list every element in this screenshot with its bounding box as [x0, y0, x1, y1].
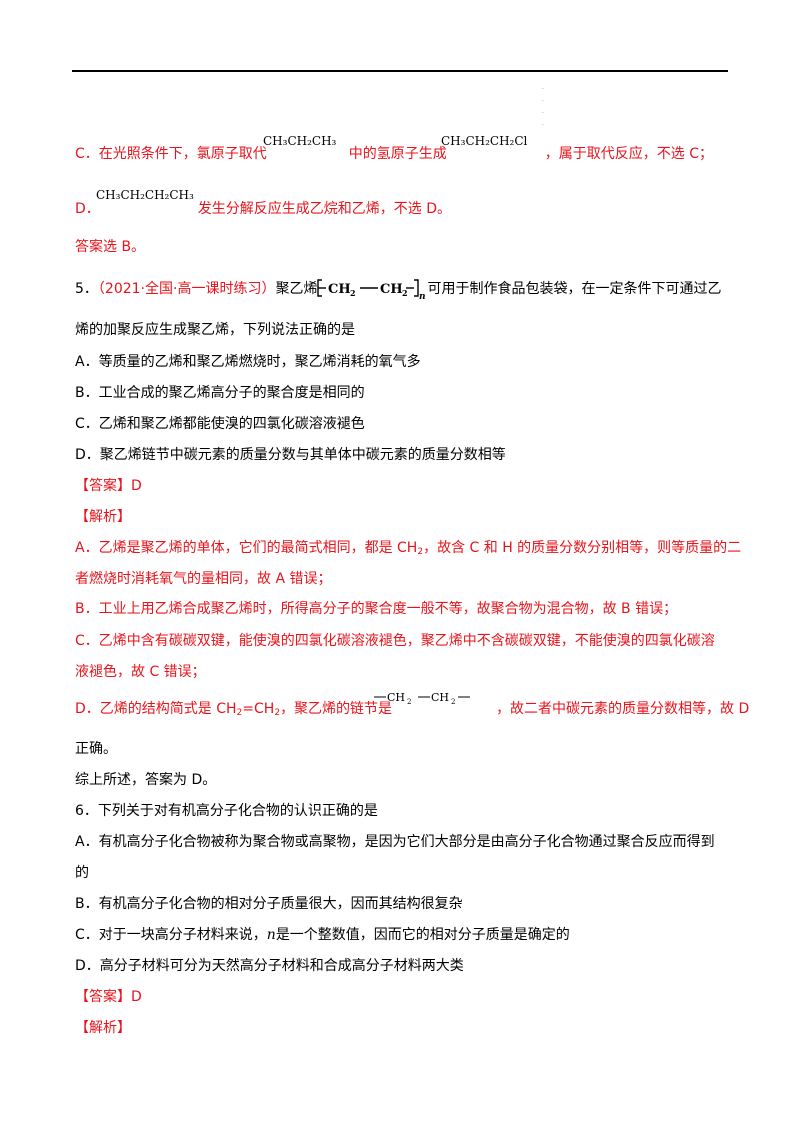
q6-option-c-var: n [266, 927, 276, 943]
q5-answer-value: D [131, 478, 142, 494]
q5-stem-line2: 烯的加聚反应生成聚乙烯，下列说法正确的是 [75, 322, 355, 338]
svg-text:CH: CH [387, 691, 405, 704]
c-option-line: C．在光照条件下，氯原子取代 中的氢原子生成 ，属于取代反应，不选 C； [75, 144, 713, 164]
q5-option-b: B．工业合成的聚乙烯高分子的聚合度是相同的 [75, 385, 365, 401]
q6-option-a-line1: A．有机高分子化合物被称为聚合物或高聚物，是因为它们大部分是由高分子化合物通过聚… [75, 834, 715, 850]
q5-option-d: D．聚乙烯链节中碳元素的质量分数与其单体中碳元素的质量分数相等 [75, 447, 506, 463]
c-option-mid: 中的氢原子生成 [348, 146, 447, 162]
analysis-d-sub1: 2 [236, 708, 243, 718]
svg-text:CH: CH [431, 691, 449, 704]
q5-stem-line1: 5．（2021·全国·高一课时练习）聚乙烯 可用于制作食品包装袋，在一定条件下可通… [75, 279, 721, 299]
q5-analysis-d2: 正确。 [75, 741, 117, 757]
analysis-d-mid: ，聚乙烯的链节是 [280, 701, 393, 717]
analysis-d-sub2: 2 [274, 708, 281, 718]
polyethylene-formula: CH 2 CH 2 n [317, 279, 426, 302]
q6-option-b: B．有机高分子化合物的相对分子质量很大，因而其结构很复杂 [75, 896, 463, 912]
q5-analysis-a1: A．乙烯是聚乙烯的单体，它们的最简式相同，都是 CH2，故含 C 和 H 的质量… [75, 538, 741, 562]
q5-text-pre: 聚乙烯 [275, 281, 318, 297]
analysis-a1-sub: 2 [417, 547, 424, 557]
q5-analysis-c2: 液褪色，故 C 错误； [75, 664, 206, 680]
q5-text-post: 可用于制作食品包装袋，在一定条件下可通过乙 [427, 281, 722, 297]
svg-text:2: 2 [350, 288, 356, 298]
c-option-pre: C．在光照条件下，氯原子取代 [75, 146, 267, 162]
analysis-d-pre: D．乙烯的结构简式是 CH [75, 701, 237, 717]
d-option-pre: D． [75, 201, 100, 217]
q5-answer: 【答案】D [75, 476, 142, 496]
q6-answer: 【答案】D [75, 987, 142, 1007]
svg-text:n: n [419, 292, 426, 302]
margin-dots: ···· [542, 86, 544, 129]
analysis-d-post: ，故二者中碳元素的质量分数相等，故 D [496, 701, 750, 717]
butane-formula: CH₃CH₂CH₂CH₃ [96, 188, 194, 202]
answer-summary: 答案选 B。 [75, 239, 146, 255]
svg-text:2: 2 [402, 288, 408, 298]
chloropropane-formula: CH₃CH₂CH₂Cl [441, 134, 528, 148]
q6-analysis-label: 【解析】 [75, 1020, 131, 1036]
analysis-d-eq: =CH [242, 701, 275, 717]
svg-text:CH: CH [328, 282, 351, 297]
q6-answer-value: D [131, 989, 142, 1005]
q5-analysis-d1: D．乙烯的结构简式是 CH2=CH2，聚乙烯的链节是，故二者中碳元素的质量分数相… [75, 699, 749, 723]
q5-option-c: C．乙烯和聚乙烯都能使溴的四氯化碳溶液褪色 [75, 416, 365, 432]
q5-analysis-a2: 者燃烧时消耗氧气的量相同，故 A 错误； [75, 571, 332, 587]
q5-analysis-b: B．工业上用乙烯合成聚乙烯时，所得高分子的聚合度一般不等，故聚合物为混合物，故 … [75, 601, 678, 617]
q5-analysis-c1: C．乙烯中含有碳碳双键，能使溴的四氯化碳溶液褪色，聚乙烯中不含碳碳双键，不能使溴… [75, 633, 715, 649]
q5-number: 5． [75, 281, 98, 297]
propane-formula: CH₃CH₂CH₃ [263, 134, 337, 148]
analysis-a1-post: ，故含 C 和 H 的质量分数分别相等，则等质量的二 [423, 540, 742, 556]
q5-analysis-label: 【解析】 [75, 509, 131, 525]
q6-option-c: C．对于一块高分子材料来说，n是一个整数值，因而它的相对分子质量是确定的 [75, 925, 570, 945]
analysis-a1-text: A．乙烯是聚乙烯的单体，它们的最简式相同，都是 CH [75, 540, 418, 556]
q5-source: （2021·全国·高一课时练习） [97, 281, 276, 297]
d-option-post: 发生分解反应生成乙烷和乙烯，不选 D。 [197, 201, 452, 217]
q5-option-a: A．等质量的乙烯和聚乙烯燃烧时，聚乙烯消耗的氧气多 [75, 354, 421, 370]
q6-option-c-post: 是一个整数值，因而它的相对分子质量是确定的 [275, 927, 570, 943]
polyethylene-repeat-unit: CH 2 CH 2 [374, 691, 470, 706]
q6-option-c-pre: C．对于一块高分子材料来说， [75, 927, 267, 943]
q5-answer-label: 【答案】 [75, 478, 131, 494]
svg-text:2: 2 [407, 698, 411, 706]
q5-analysis-summary: 综上所述，答案为 D。 [75, 772, 217, 788]
q6-stem: 6．下列关于对有机高分子化合物的认识正确的是 [75, 803, 378, 819]
d-option-line: D． 发生分解反应生成乙烷和乙烯，不选 D。 [75, 199, 451, 219]
c-option-post: ，属于取代反应，不选 C； [544, 146, 714, 162]
q6-answer-label: 【答案】 [75, 989, 131, 1005]
svg-text:2: 2 [451, 698, 455, 706]
q6-option-d: D．高分子材料可分为天然高分子材料和合成高分子材料两大类 [75, 958, 464, 974]
svg-text:CH: CH [380, 282, 403, 297]
header-rule [72, 70, 728, 72]
q6-option-a-line2: 的 [75, 865, 89, 881]
